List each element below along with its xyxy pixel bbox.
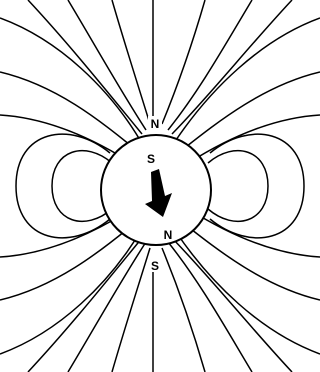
field-loop-left-outer	[16, 134, 110, 238]
field-line	[168, 0, 252, 130]
field-loop-right-inner	[208, 151, 268, 222]
field-line	[28, 238, 142, 372]
field-line	[0, 222, 136, 300]
field-loop-right-outer	[210, 134, 304, 238]
inner-label-north: N	[164, 228, 173, 242]
field-line	[190, 115, 320, 162]
field-line	[68, 242, 146, 372]
field-line	[68, 0, 146, 130]
field-line	[182, 222, 320, 300]
field-line	[182, 72, 320, 150]
field-line	[168, 242, 252, 372]
field-line	[0, 232, 140, 354]
field-line	[172, 238, 292, 372]
field-line	[0, 115, 130, 162]
field-line	[0, 72, 136, 150]
field-line	[190, 210, 320, 257]
inner-label-south: S	[147, 152, 155, 166]
outer-label-south: S	[151, 259, 159, 273]
field-line	[172, 0, 292, 134]
field-line	[28, 0, 142, 134]
field-line	[0, 18, 140, 140]
outer-label-north: N	[151, 117, 160, 131]
